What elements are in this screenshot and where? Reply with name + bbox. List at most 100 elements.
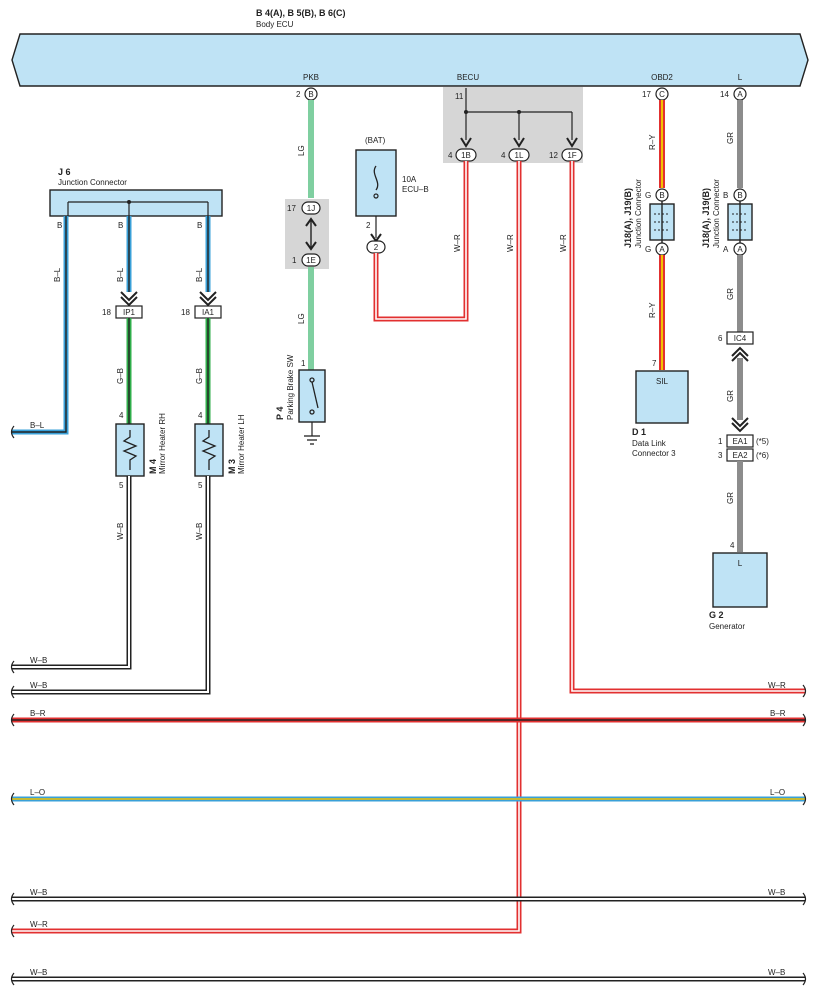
ea2-note: (*6) xyxy=(756,451,769,460)
j19-top-b: B xyxy=(723,191,728,200)
pin-1j-arrow xyxy=(305,217,317,227)
bus-label-left: L–O xyxy=(30,788,45,797)
ecu-pin-l-num: 14 xyxy=(720,90,729,99)
heater-rh-icon xyxy=(122,430,138,470)
wire-lg-top-label: LG xyxy=(297,145,306,156)
gen-pin: 4 xyxy=(730,541,735,550)
heater-lh-icon xyxy=(201,430,217,470)
d1-name-2: Connector 3 xyxy=(632,449,676,458)
wire-g-b-lh-label: G–B xyxy=(195,368,204,384)
ecu-terminal-becu: BECU xyxy=(457,73,479,82)
j19-top-pin-label: B xyxy=(737,191,742,200)
bus-label-left: W–B xyxy=(30,656,47,665)
fuse-pin-num: 2 xyxy=(366,221,371,230)
ic4-arrow xyxy=(731,346,749,357)
j18-top-pin-label: B xyxy=(659,191,664,200)
wire-w-r-1l-label: W–R xyxy=(506,234,515,252)
ia1-num: 18 xyxy=(181,308,190,317)
m4-code: M 4 xyxy=(148,459,158,474)
parking-brake-switch xyxy=(298,369,326,423)
d1-name-1: Data Link xyxy=(632,439,667,448)
j6-pin-b1: B xyxy=(57,221,62,230)
j19-name: Junction Connector xyxy=(712,179,721,248)
p4-code: P 4 xyxy=(275,407,285,420)
becu-pin-1l-label: 1L xyxy=(515,151,524,160)
generator xyxy=(712,552,768,608)
j6-name: Junction Connector xyxy=(58,178,127,187)
ecu-codes: B 4(A), B 5(B), B 6(C) xyxy=(256,8,346,18)
ia1-arrow xyxy=(199,291,217,302)
wire-w-r-1l xyxy=(12,161,522,934)
becu-pin-1b-label: 1B xyxy=(461,151,471,160)
bus-label-left: B–R xyxy=(30,709,46,718)
becu-arrow-1f xyxy=(566,137,578,148)
pb-switch-pin: 1 xyxy=(301,359,306,368)
j18-code: J18(A), J19(B) xyxy=(623,188,633,248)
wire-gr-top-label: GR xyxy=(726,132,735,144)
bus-label-right: B–R xyxy=(770,709,786,718)
ea2-num: 3 xyxy=(718,451,723,460)
lh-pin-out: 5 xyxy=(198,481,203,490)
j6-internal xyxy=(67,201,209,216)
fuse-name: ECU–B xyxy=(402,185,429,194)
ic4-num: 6 xyxy=(718,334,723,343)
ecu-terminal-l: L xyxy=(738,73,743,82)
sil-pin: 7 xyxy=(652,359,657,368)
bus-label-right: W–R xyxy=(768,681,786,690)
becu-pin-1f-label: 1F xyxy=(567,151,576,160)
j18-bottom-pin-label: A xyxy=(659,245,665,254)
pin-1e-label: 1E xyxy=(306,256,316,265)
bus-label-left: B–L xyxy=(30,421,45,430)
bus-label-right: L–O xyxy=(770,788,785,797)
p4-name: Parking Brake SW xyxy=(286,354,295,420)
wire-b-l-left xyxy=(12,216,69,435)
right-break-marks xyxy=(802,684,807,986)
m3-name: Mirror Heater LH xyxy=(237,414,246,474)
wire-lg-bottom-label: LG xyxy=(297,313,306,324)
bus-label-left: W–B xyxy=(30,681,47,690)
pin-1e-arrow xyxy=(305,241,317,251)
becu-bus-pin: 11 xyxy=(455,92,464,101)
becu-pin-1f-num: 12 xyxy=(549,151,558,160)
fuse-bat-label: (BAT) xyxy=(365,136,386,145)
ecu-terminal-obd2: OBD2 xyxy=(651,73,673,82)
ecu-name: Body ECU xyxy=(256,20,294,29)
bus-label-left: W–B xyxy=(30,968,47,977)
bus-label-left: W–B xyxy=(30,888,47,897)
pin-1j-num: 17 xyxy=(287,204,296,213)
m4-name: Mirror Heater RH xyxy=(158,413,167,474)
d1-code: D 1 xyxy=(632,427,646,437)
becu-arrow-1l xyxy=(513,137,525,148)
left-break-marks xyxy=(10,425,15,986)
ecu-pin-obd2-num: 17 xyxy=(642,90,651,99)
wire-gr-low-label: GR xyxy=(726,390,735,402)
ecu-box xyxy=(11,33,809,87)
wire-b-l-left-label: B–L xyxy=(53,267,62,282)
j19-bottom-pin-label: A xyxy=(737,245,743,254)
j6-connector xyxy=(49,189,223,217)
becu-bus-node xyxy=(464,110,468,114)
ea1-note: (*5) xyxy=(756,437,769,446)
wire-gr-mid-label: GR xyxy=(726,288,735,300)
fuse-pin-label: 2 xyxy=(374,243,379,252)
j6-pin-b2: B xyxy=(118,221,123,230)
wire-w-b-rh-label: W–B xyxy=(116,523,125,540)
j6-node xyxy=(127,200,131,204)
pin-1j xyxy=(301,201,321,215)
bus-label-right: W–B xyxy=(768,968,785,977)
ic4-connector xyxy=(726,331,754,345)
pin-1j-label: 1J xyxy=(307,204,315,213)
wire-w-r-1f-label: W–R xyxy=(559,234,568,252)
fuse-icon-dot xyxy=(373,193,379,199)
fuse-amp: 10A xyxy=(402,175,417,184)
ecu-pin-pkb-num: 2 xyxy=(296,90,301,99)
j18-name: Junction Connector xyxy=(634,179,643,248)
j18-top-g: G xyxy=(645,191,651,200)
ip1-num: 18 xyxy=(102,308,111,317)
ea-arrow xyxy=(731,417,749,428)
j18-bottom-g: G xyxy=(645,245,651,254)
generator-terminal: L xyxy=(738,559,743,568)
rh-pin-out: 5 xyxy=(119,481,124,490)
data-link-connector xyxy=(635,370,689,424)
bus-label-left: W–R xyxy=(30,920,48,929)
